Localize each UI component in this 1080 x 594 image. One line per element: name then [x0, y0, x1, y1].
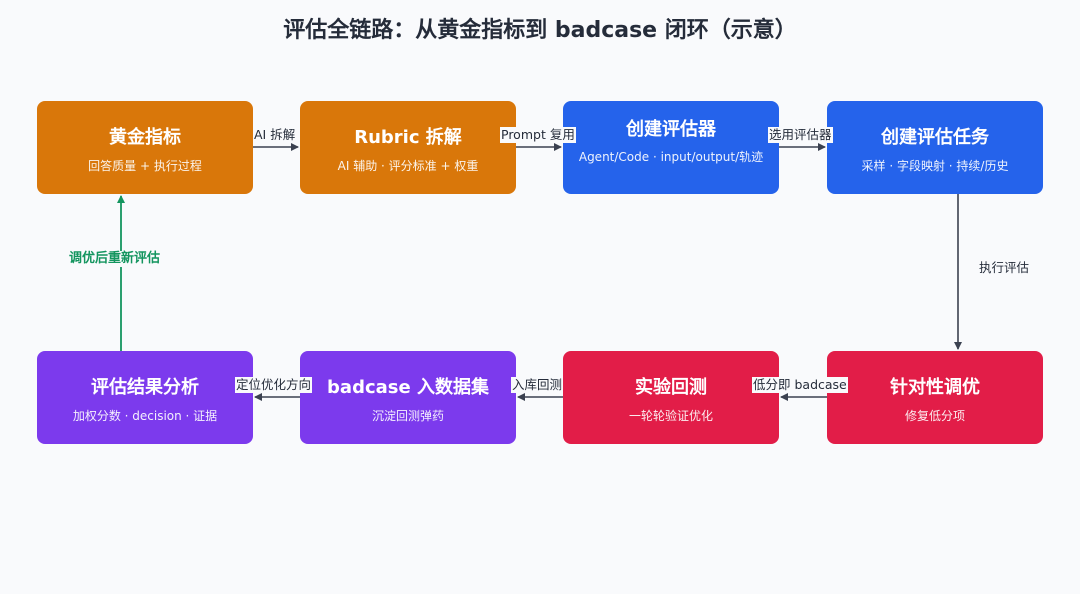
- node-title: 评估结果分析: [91, 377, 199, 398]
- edge-label-store-backtest: 入库回测: [511, 377, 564, 393]
- node-golden-metrics: 黄金指标 回答质量 + 执行过程: [37, 101, 253, 194]
- edge-label-run-evaluation: 执行评估: [978, 260, 1031, 276]
- edge-label-locate-direction: 定位优化方向: [235, 377, 313, 393]
- node-title: Rubric 拆解: [354, 127, 462, 148]
- node-subtitle: 采样 · 字段映射 · 持续/历史: [861, 159, 1009, 173]
- edge-label-low-score-badcase: 低分即 badcase: [752, 377, 848, 393]
- edge-label-re-evaluate: 调优后重新评估: [68, 251, 162, 267]
- node-title: 创建评估器: [626, 119, 716, 140]
- node-create-evaluator: 创建评估器 Agent/Code · input/output/轨迹: [563, 101, 779, 194]
- node-result-analysis: 评估结果分析 加权分数 · decision · 证据: [37, 351, 253, 444]
- node-targeted-tuning: 针对性调优 修复低分项: [827, 351, 1043, 444]
- node-badcase-dataset: badcase 入数据集 沉淀回测弹药: [300, 351, 516, 444]
- diagram-title: 评估全链路：从黄金指标到 badcase 闭环（示意）: [283, 18, 797, 43]
- edge-label-select-evaluator: 选用评估器: [768, 127, 833, 143]
- node-title: 黄金指标: [109, 127, 181, 148]
- node-subtitle: 沉淀回测弹药: [371, 409, 444, 423]
- node-subtitle: 一轮轮验证优化: [628, 409, 713, 423]
- node-title: 实验回测: [635, 377, 707, 398]
- node-title: 创建评估任务: [881, 127, 989, 148]
- node-title: badcase 入数据集: [327, 377, 489, 398]
- edge-label-ai-breakdown: AI 拆解: [253, 127, 297, 143]
- node-subtitle: 加权分数 · decision · 证据: [72, 409, 218, 423]
- edge-label-prompt-reuse: Prompt 复用: [500, 127, 576, 143]
- node-subtitle: AI 辅助 · 评分标准 + 权重: [337, 159, 479, 173]
- node-create-eval-task: 创建评估任务 采样 · 字段映射 · 持续/历史: [827, 101, 1043, 194]
- node-subtitle: 修复低分项: [904, 409, 965, 423]
- node-subtitle: Agent/Code · input/output/轨迹: [578, 150, 764, 164]
- node-rubric-breakdown: Rubric 拆解 AI 辅助 · 评分标准 + 权重: [300, 101, 516, 194]
- node-title: 针对性调优: [890, 377, 980, 398]
- node-experiment-backtest: 实验回测 一轮轮验证优化: [563, 351, 779, 444]
- node-subtitle: 回答质量 + 执行过程: [88, 159, 202, 173]
